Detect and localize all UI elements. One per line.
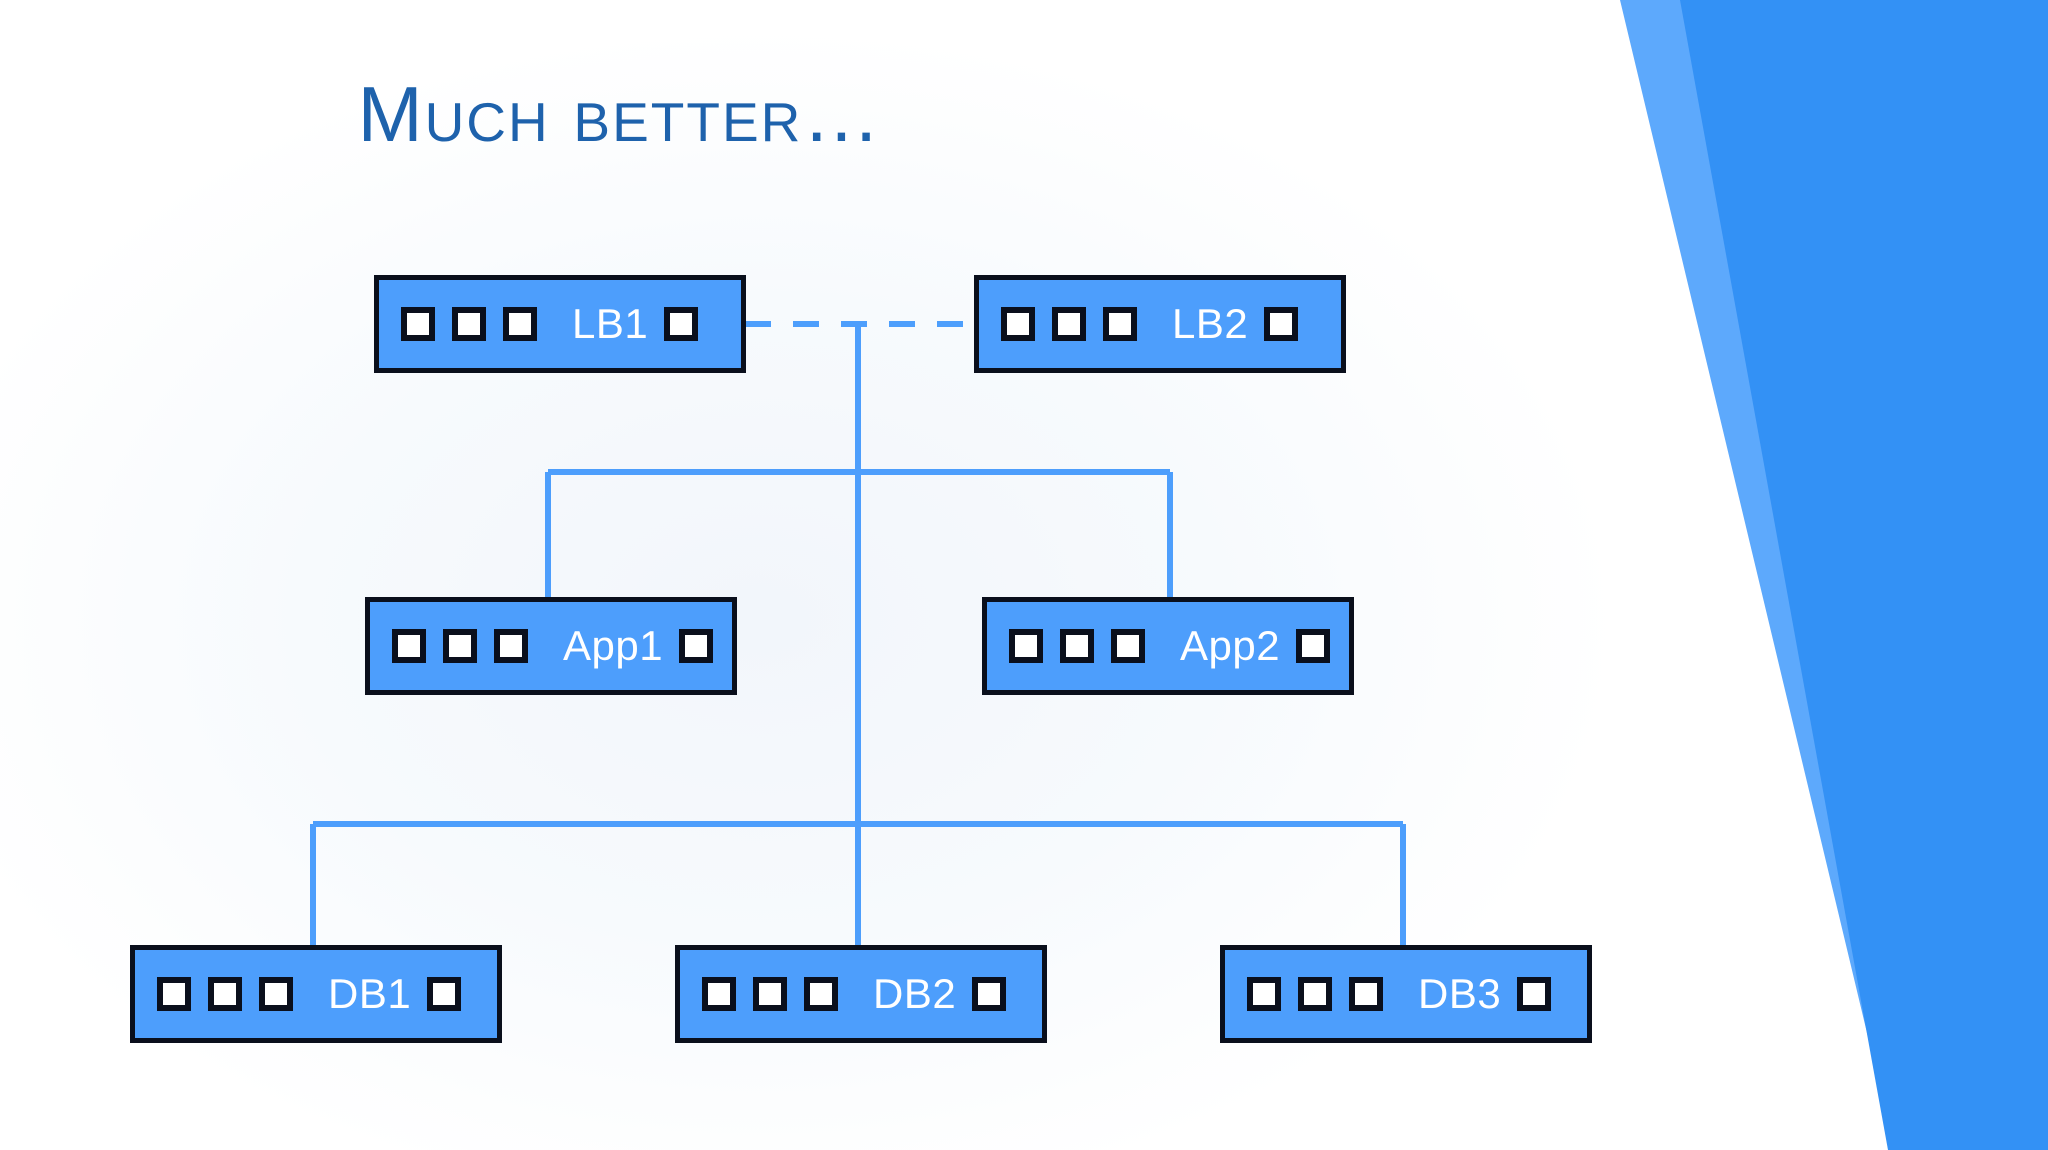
port-icon (494, 629, 528, 663)
node-label: App2 (1180, 622, 1281, 669)
node-app2[interactable]: App2 (982, 597, 1354, 695)
port-icon (1264, 307, 1299, 341)
node-label: DB2 (873, 970, 957, 1017)
port-icon (259, 977, 293, 1011)
port-icon (427, 977, 462, 1011)
port-icon (664, 307, 699, 341)
port-icon (1349, 977, 1383, 1011)
node-lb1[interactable]: LB1 (374, 275, 746, 373)
node-db2[interactable]: DB2 (675, 945, 1047, 1043)
port-icon (1103, 307, 1137, 341)
port-icon (208, 977, 242, 1011)
port-icon (401, 307, 435, 341)
port-icon (679, 629, 714, 663)
port-icon (972, 977, 1007, 1011)
port-icon (503, 307, 537, 341)
port-icon (1052, 307, 1086, 341)
port-icon (443, 629, 477, 663)
node-label: DB1 (328, 970, 412, 1017)
port-icon (392, 629, 426, 663)
node-label: App1 (563, 622, 664, 669)
node-label: LB1 (572, 300, 649, 347)
port-icon (1298, 977, 1332, 1011)
port-icon (452, 307, 486, 341)
port-icon (702, 977, 736, 1011)
node-label: LB2 (1172, 300, 1249, 347)
node-lb2[interactable]: LB2 (974, 275, 1346, 373)
port-icon (1060, 629, 1094, 663)
node-label: DB3 (1418, 970, 1502, 1017)
port-icon (1296, 629, 1331, 663)
port-icon (804, 977, 838, 1011)
node-db3[interactable]: DB3 (1220, 945, 1592, 1043)
node-db1[interactable]: DB1 (130, 945, 502, 1043)
port-icon (1001, 307, 1035, 341)
page-title: Much better… (357, 70, 883, 158)
node-app1[interactable]: App1 (365, 597, 737, 695)
port-icon (157, 977, 191, 1011)
port-icon (753, 977, 787, 1011)
port-icon (1111, 629, 1145, 663)
port-icon (1009, 629, 1043, 663)
port-icon (1517, 977, 1552, 1011)
port-icon (1247, 977, 1281, 1011)
